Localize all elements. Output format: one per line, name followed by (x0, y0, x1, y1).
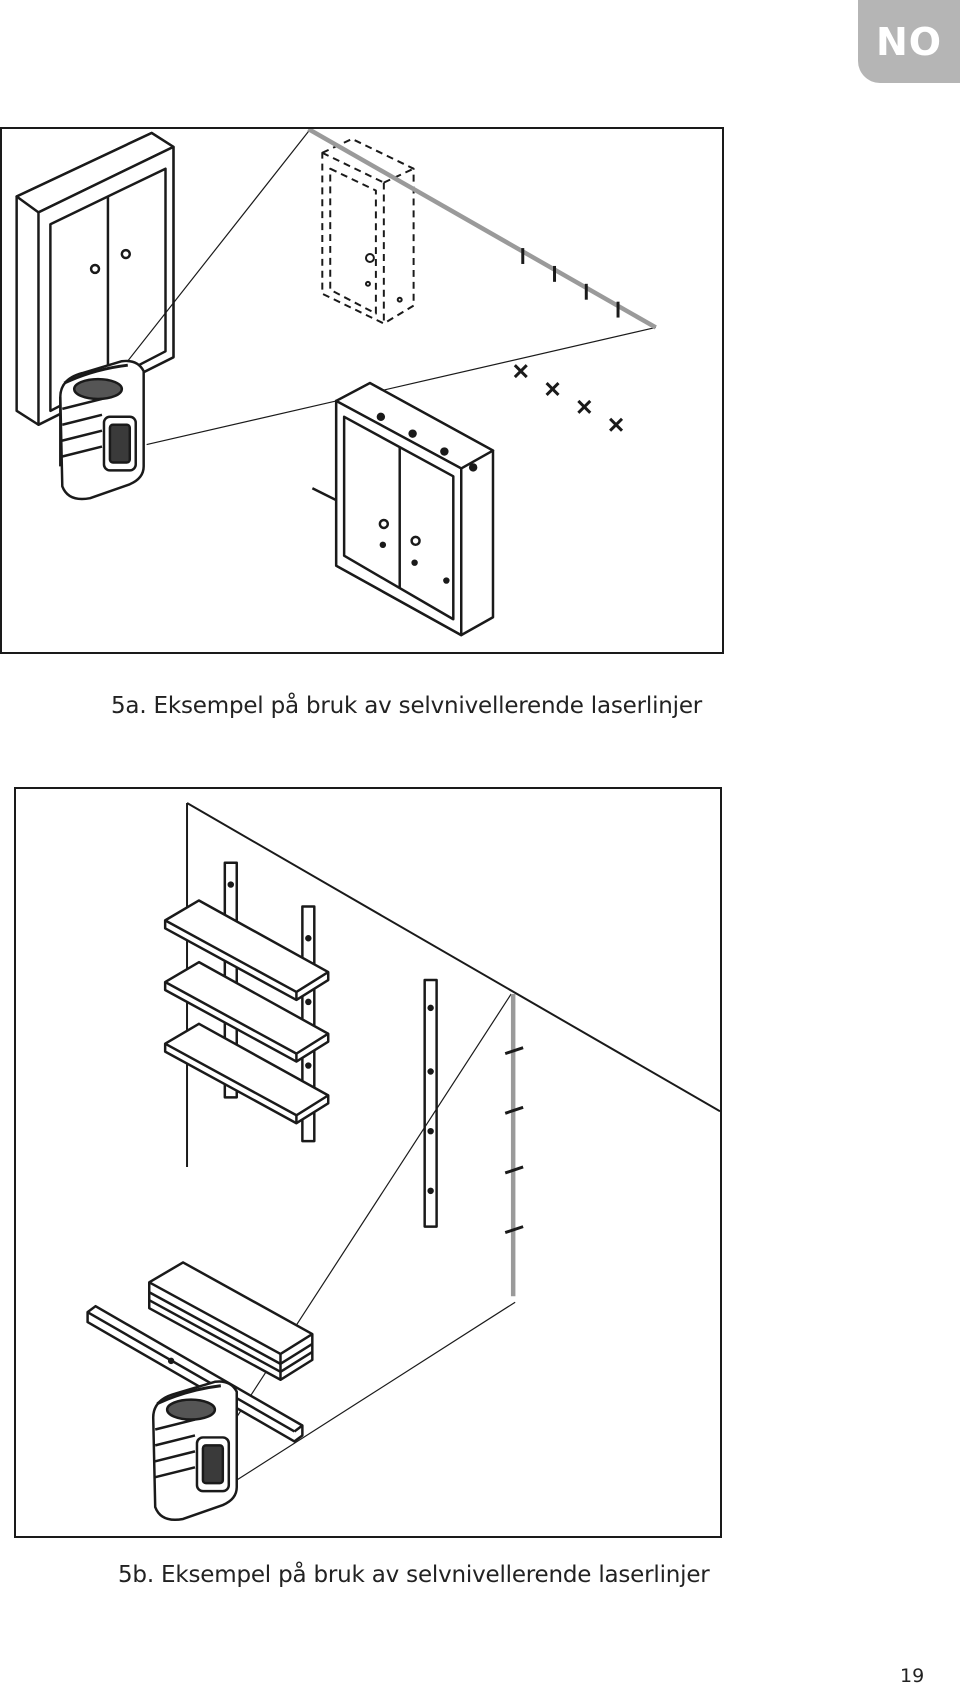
page-number: 19 (900, 1665, 925, 1687)
mounted-upright (423, 978, 438, 1228)
laser-level-device (59, 359, 145, 501)
figure-5a-drawing (15, 129, 657, 637)
left-wall-cabinet (15, 131, 175, 426)
loose-rail (86, 1304, 304, 1443)
figure-5a-caption: 5a. Eksempel på bruk av selvnivellerende… (111, 693, 703, 719)
laser-line-marks (504, 1046, 524, 1235)
language-tab: NO (858, 0, 960, 83)
laser-level-device (151, 1380, 238, 1521)
figure-5a-illustration (0, 127, 724, 654)
laser-line-marks (521, 248, 620, 318)
shelf-boards (163, 899, 330, 1125)
dashed-cabinet-outline (321, 137, 415, 325)
figure-5b-caption: 5b. Eksempel på bruk av selvnivellerende… (118, 1562, 710, 1588)
figure-5b-drawing (86, 802, 720, 1521)
bottom-wall-cabinet (311, 381, 495, 637)
figure-5b-illustration (14, 787, 722, 1538)
loose-shelf-boards (148, 1261, 314, 1382)
drill-point-x-marks (513, 364, 624, 432)
